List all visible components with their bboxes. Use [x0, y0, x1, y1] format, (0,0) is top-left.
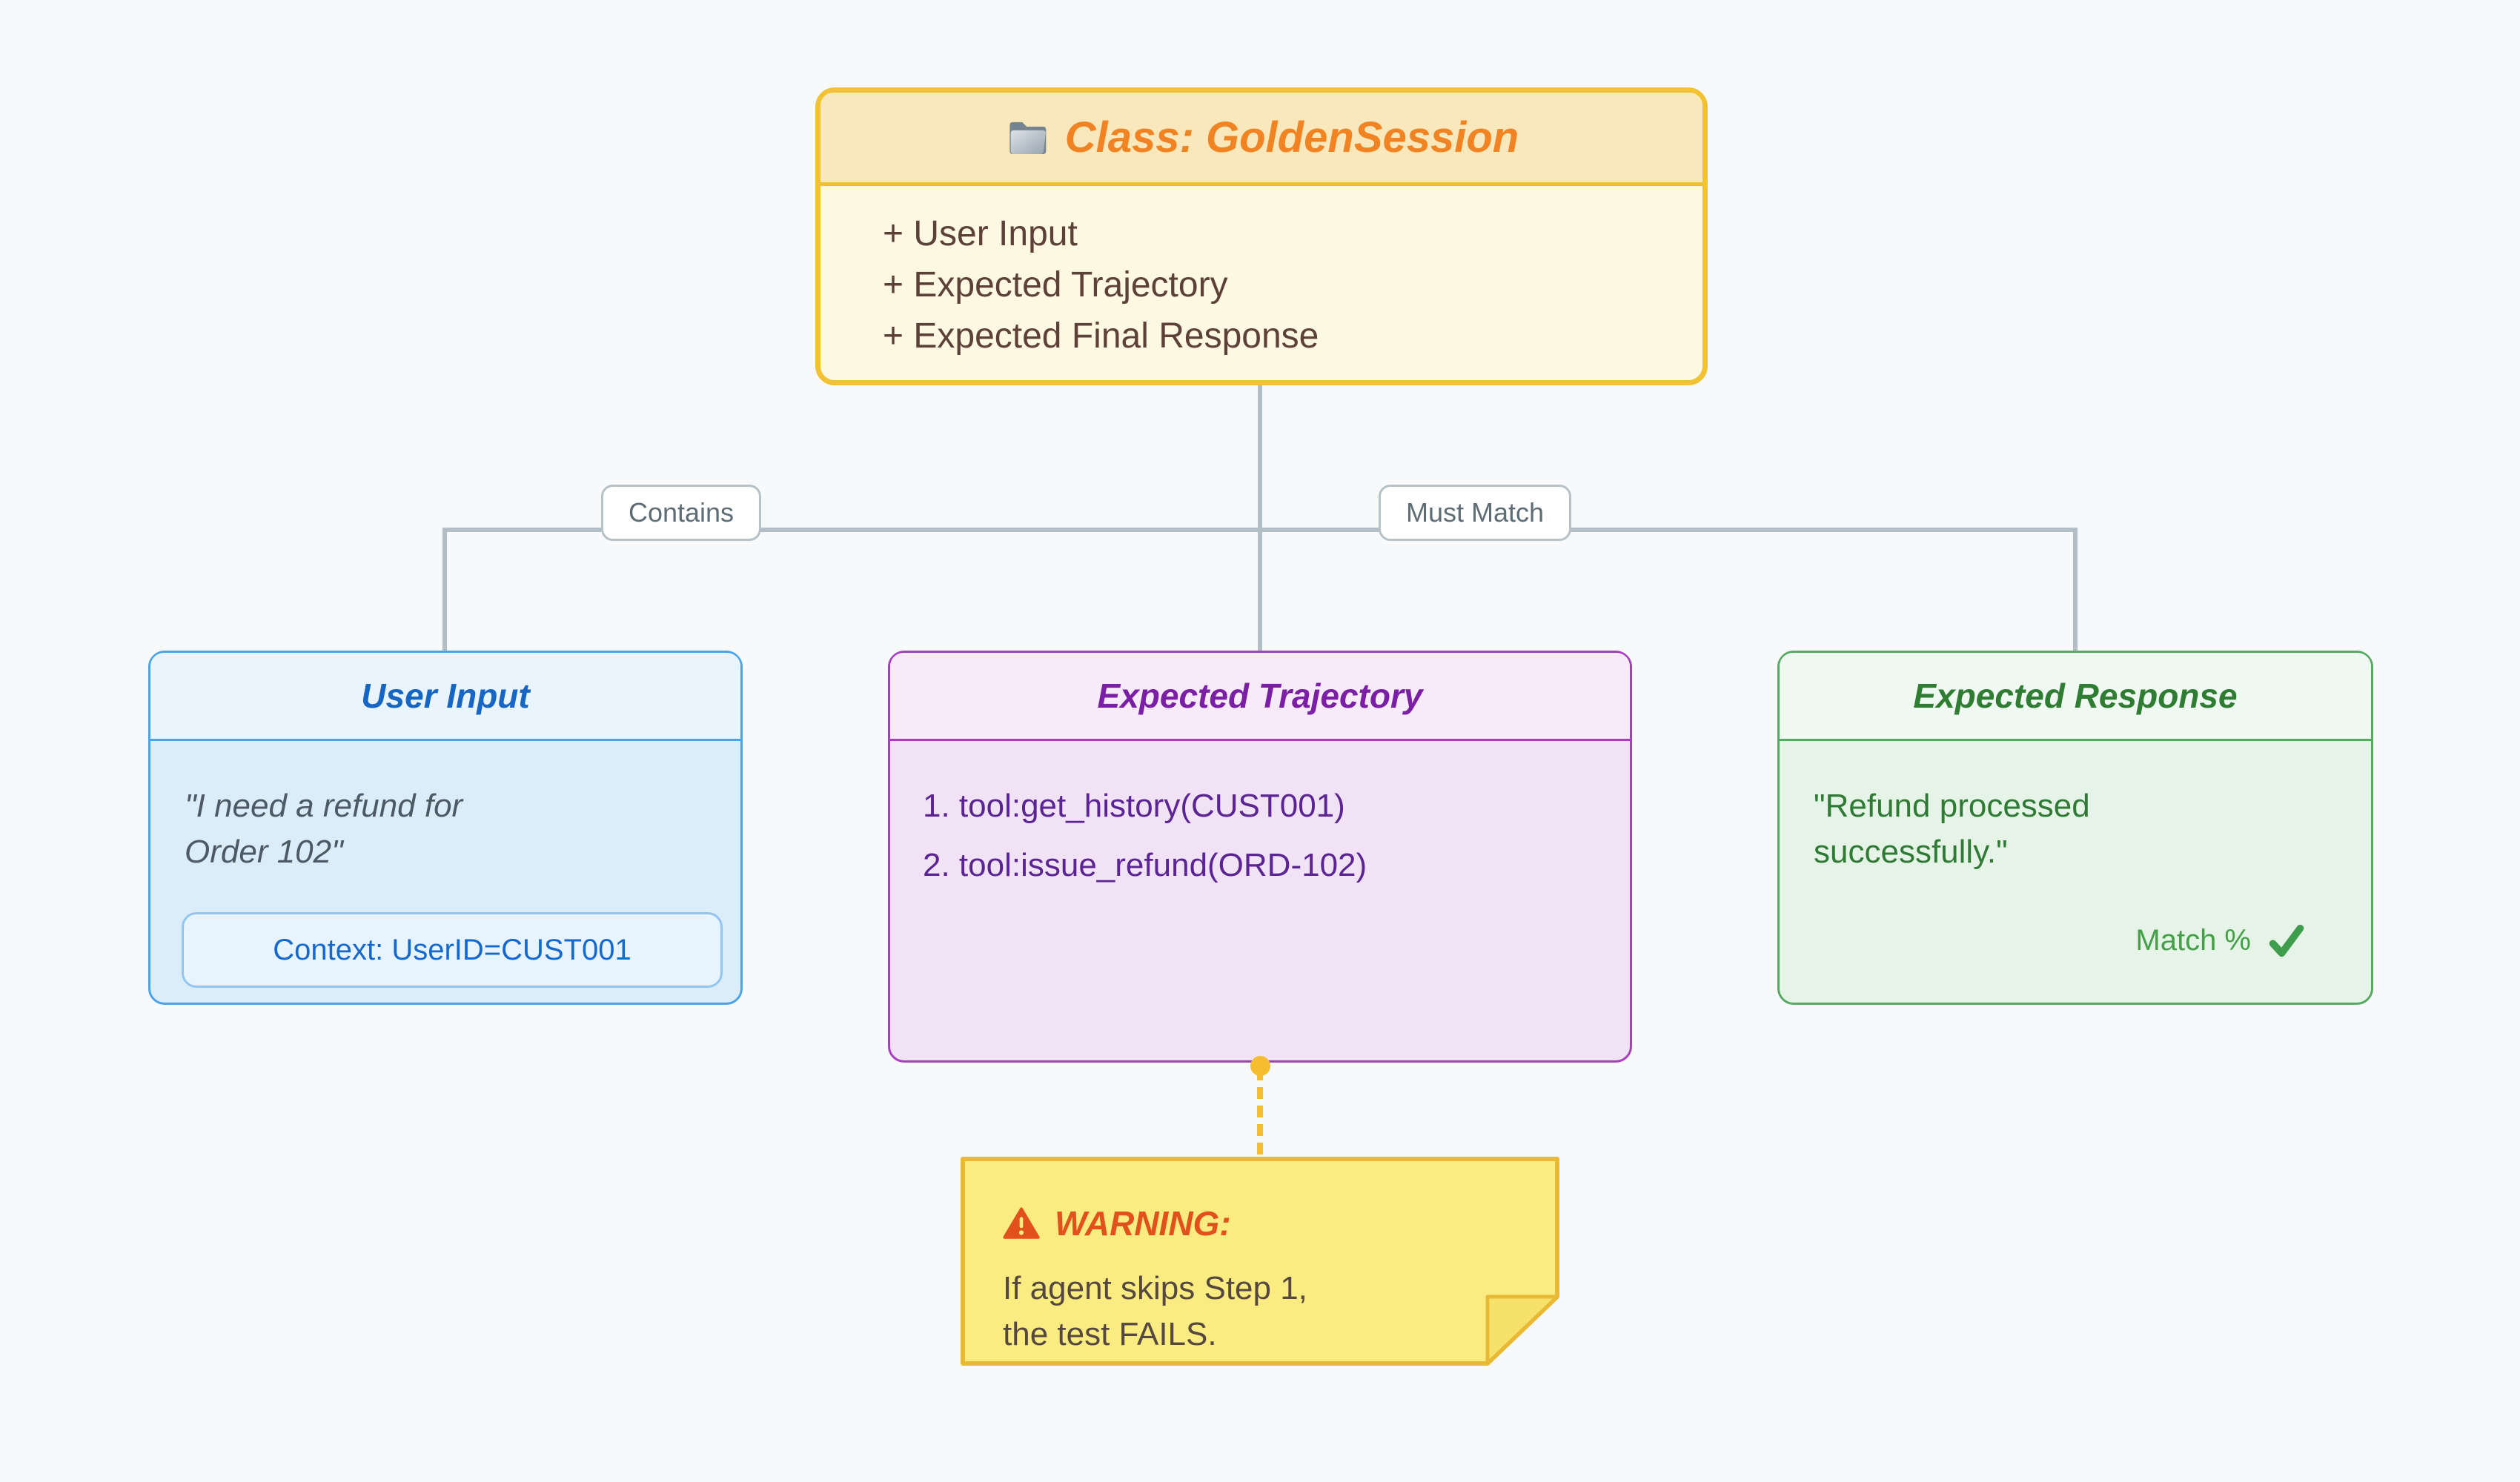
node-expected-trajectory: Expected Trajectory 1. tool:get_history(… — [888, 651, 1632, 1063]
class-attribute: + Expected Trajectory — [883, 265, 1228, 305]
match-percent-row: Match % — [2135, 921, 2306, 960]
check-icon — [2267, 921, 2306, 960]
edge-drop-expected-response — [2073, 528, 2078, 651]
edge-root-stem — [1258, 384, 1262, 652]
trajectory-step: 2. tool:issue_refund(ORD-102) — [923, 847, 1367, 883]
folder-icon — [1004, 118, 1050, 158]
warning-title: WARNING: — [1055, 1204, 1231, 1243]
user-input-title: User Input — [150, 653, 740, 741]
context-pill: Context: UserID=CUST001 — [182, 912, 723, 988]
user-input-quote-line: Order 102" — [185, 834, 343, 870]
warning-note-line: If agent skips Step 1, — [1003, 1270, 1307, 1306]
match-percent-label: Match % — [2135, 923, 2251, 957]
root-class-header: Class: GoldenSession — [820, 93, 1702, 186]
class-attribute: + Expected Final Response — [883, 316, 1319, 356]
user-input-quote-line: "I need a refund for — [185, 788, 463, 824]
sticky-note-shape — [961, 1157, 1559, 1366]
expected-trajectory-title: Expected Trajectory — [890, 653, 1630, 741]
expected-response-title: Expected Response — [1780, 653, 2371, 741]
warning-note-line: the test FAILS. — [1003, 1316, 1217, 1352]
expected-response-quote-line: "Refund processed — [1814, 788, 2090, 824]
root-class-title: Class: GoldenSession — [1064, 113, 1519, 162]
edge-drop-user-input — [442, 528, 447, 651]
node-expected-response: Expected Response "Refund processed succ… — [1777, 651, 2373, 1005]
edge-horizontal-bus — [442, 528, 2078, 532]
expected-response-quote-line: successfully." — [1814, 834, 2008, 870]
note-anchor-dot — [1250, 1056, 1270, 1076]
node-user-input: User Input "I need a refund for Order 10… — [148, 651, 743, 1005]
node-class-goldensession: Class: GoldenSession + User Input + Expe… — [815, 87, 1708, 385]
edge-label-contains: Contains — [600, 485, 762, 541]
warning-triangle-icon — [1003, 1207, 1040, 1240]
class-attribute: + User Input — [883, 214, 1078, 253]
warning-note: WARNING: If agent skips Step 1, the test… — [960, 1156, 1560, 1366]
trajectory-step: 1. tool:get_history(CUST001) — [923, 788, 1345, 824]
edge-note-dashed — [1257, 1069, 1263, 1154]
edge-label-must-match: Must Match — [1378, 485, 1572, 541]
